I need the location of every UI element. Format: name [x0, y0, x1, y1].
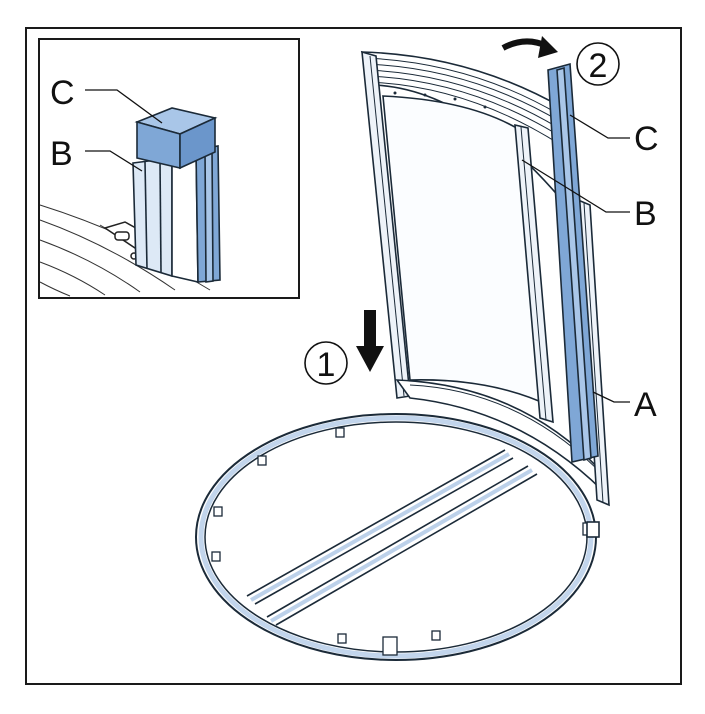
- step-2-number: 2: [589, 47, 608, 85]
- circular-base-rail: [195, 413, 598, 661]
- leader-lines: [521, 114, 630, 403]
- main-label-c: C: [634, 120, 659, 158]
- step-2-marker: 2: [576, 42, 620, 86]
- inset-label-c: C: [50, 74, 75, 112]
- detail-inset: [38, 38, 300, 299]
- inset-label-b: B: [50, 135, 73, 173]
- main-label-b: B: [634, 195, 657, 233]
- step-1-marker: 1: [304, 341, 348, 385]
- curved-arrow-step2: [501, 36, 558, 58]
- main-label-a: A: [634, 386, 657, 424]
- step-1-number: 1: [317, 346, 336, 384]
- curved-door-panel: [360, 50, 610, 538]
- down-arrow-step1: [356, 310, 384, 372]
